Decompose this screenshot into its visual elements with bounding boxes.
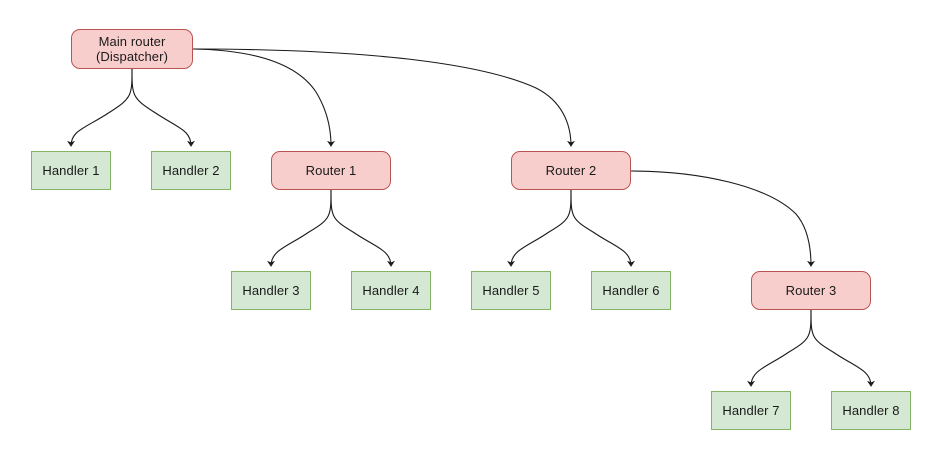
node-label-router-1: Router 1 — [305, 163, 357, 178]
node-label-main-router: Main router (Dispatcher) — [96, 34, 168, 64]
node-label-handler-4: Handler 4 — [362, 283, 420, 298]
node-label-router-3: Router 3 — [785, 283, 837, 298]
edge-router-1-handler-4 — [330, 189, 395, 267]
node-label-handler-1: Handler 1 — [42, 163, 100, 178]
node-handler-1[interactable]: Handler 1 — [31, 151, 111, 190]
node-router-1[interactable]: Router 1 — [271, 151, 391, 190]
node-label-handler-5: Handler 5 — [482, 283, 540, 298]
edge-main-handler-2 — [131, 68, 195, 147]
node-handler-7[interactable]: Handler 7 — [711, 391, 791, 430]
node-router-2[interactable]: Router 2 — [511, 151, 631, 190]
node-label-router-2: Router 2 — [545, 163, 597, 178]
node-label-handler-8: Handler 8 — [842, 403, 900, 418]
edge-router-2-handler-6 — [570, 189, 635, 267]
edge-main-router-1 — [192, 48, 335, 147]
edge-router-3-handler-7 — [747, 309, 812, 387]
edge-router-2-router-3 — [630, 170, 815, 267]
node-router-3[interactable]: Router 3 — [751, 271, 871, 310]
node-handler-4[interactable]: Handler 4 — [351, 271, 431, 310]
edge-main-router-2 — [192, 48, 575, 147]
node-label-handler-3: Handler 3 — [242, 283, 300, 298]
node-label-handler-6: Handler 6 — [602, 283, 660, 298]
edge-router-2-handler-5 — [507, 189, 572, 267]
edge-main-handler-1 — [67, 68, 133, 147]
node-label-handler-7: Handler 7 — [722, 403, 780, 418]
node-label-handler-2: Handler 2 — [162, 163, 220, 178]
node-handler-8[interactable]: Handler 8 — [831, 391, 911, 430]
node-handler-5[interactable]: Handler 5 — [471, 271, 551, 310]
node-handler-2[interactable]: Handler 2 — [151, 151, 231, 190]
diagram-edges — [67, 48, 875, 387]
node-main-router[interactable]: Main router (Dispatcher) — [71, 29, 193, 69]
node-handler-3[interactable]: Handler 3 — [231, 271, 311, 310]
node-handler-6[interactable]: Handler 6 — [591, 271, 671, 310]
edge-router-3-handler-8 — [810, 309, 875, 387]
edge-router-1-handler-3 — [267, 189, 332, 267]
